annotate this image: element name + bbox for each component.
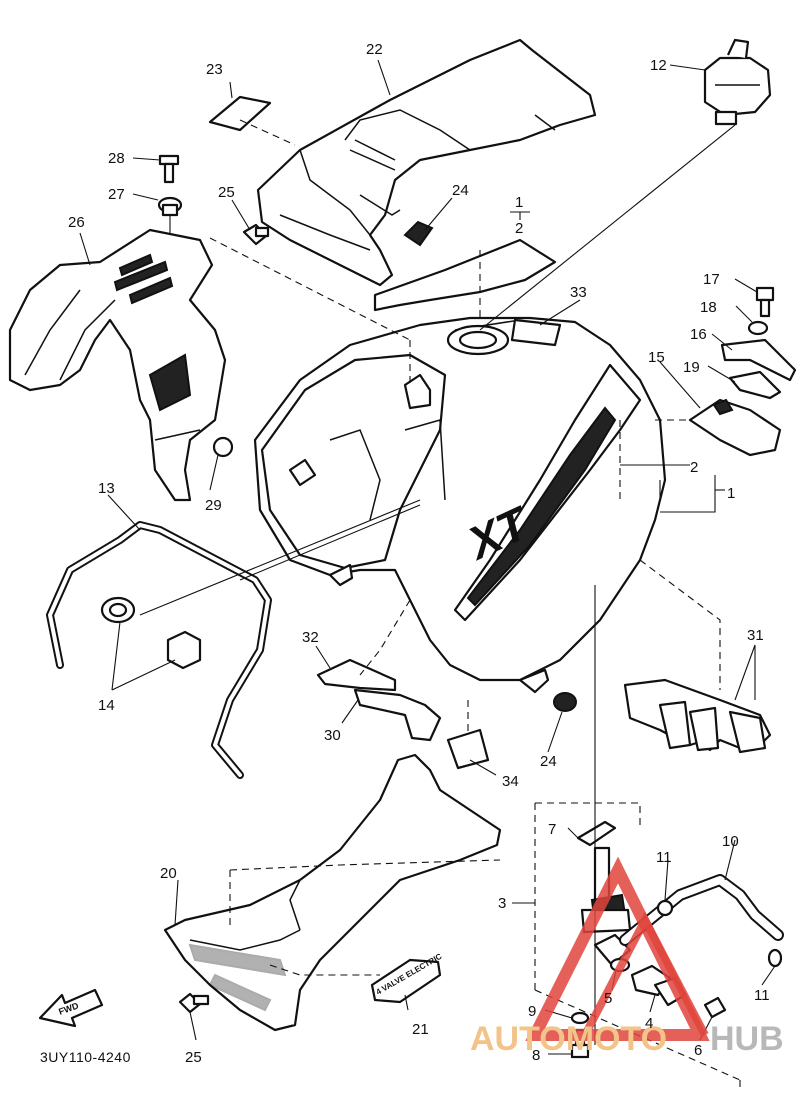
callout-1-right: 1 <box>727 485 735 502</box>
callout-14: 14 <box>98 697 115 714</box>
callout-23: 23 <box>206 61 223 78</box>
callout-18: 18 <box>700 299 717 316</box>
part-14-damper-b <box>166 630 202 670</box>
part-25-bolt-lower <box>178 992 210 1014</box>
part-11-clip-a <box>656 899 674 917</box>
callout-31: 31 <box>747 627 764 644</box>
callout-17: 17 <box>703 271 720 288</box>
callout-25-upper: 25 <box>218 184 235 201</box>
part-25-bolt-upper <box>242 223 270 246</box>
callout-5: 5 <box>604 990 612 1007</box>
watermark-text-2: HUB <box>710 1020 784 1058</box>
part-24-grommet-lower <box>553 692 577 712</box>
callout-11-a: 11 <box>656 849 672 866</box>
callout-22: 22 <box>366 41 383 58</box>
callout-33: 33 <box>570 284 587 301</box>
part-12-fuel-cap <box>703 38 772 126</box>
callout-29: 29 <box>205 497 222 514</box>
part-28-bolt <box>158 154 180 184</box>
callout-28: 28 <box>108 150 125 167</box>
part-14-damper-a <box>100 596 136 624</box>
callout-27: 27 <box>108 186 125 203</box>
part-34-pad <box>446 728 490 770</box>
tank-top-panel-outline <box>373 238 557 312</box>
part-21-emblem: 4 VALVE ELECTRIC <box>370 952 444 1004</box>
fwd-arrow-icon: FWD <box>38 988 104 1028</box>
part-15-bracket <box>688 398 782 457</box>
callout-9: 9 <box>528 1003 536 1020</box>
callout-25-lower: 25 <box>185 1049 202 1066</box>
callout-1-top: 1 <box>515 194 523 211</box>
part-7-filter <box>576 820 617 847</box>
part-26-side-cover <box>8 228 227 502</box>
callout-4: 4 <box>645 1015 653 1032</box>
callout-6: 6 <box>694 1042 702 1059</box>
callout-16: 16 <box>690 326 707 343</box>
part-11-clip-b <box>767 948 783 968</box>
part-19-plate <box>728 370 782 400</box>
callout-11-b: 11 <box>754 987 770 1004</box>
callout-32: 32 <box>302 629 319 646</box>
fuel-tank <box>253 316 667 694</box>
part-30-bracket <box>353 688 442 742</box>
part-22-upper-cover <box>256 38 597 287</box>
watermark-text-1: AUTOMOTO <box>470 1020 667 1058</box>
callout-34: 34 <box>502 773 519 790</box>
drawing-code: 3UY110-4240 <box>40 1049 131 1065</box>
callout-2-top: 2 <box>515 220 523 237</box>
part-18-washer <box>747 320 769 336</box>
callout-20: 20 <box>160 865 177 882</box>
part-13-stay <box>46 521 272 779</box>
callout-24-upper: 24 <box>452 182 469 199</box>
part-17-bolt <box>755 286 775 318</box>
callout-2-right: 2 <box>690 459 698 476</box>
part-6-screw <box>703 996 727 1019</box>
callout-30: 30 <box>324 727 341 744</box>
callout-13: 13 <box>98 480 115 497</box>
part-31-cover <box>623 678 772 754</box>
callout-10: 10 <box>722 833 739 850</box>
callout-26: 26 <box>68 214 85 231</box>
callout-21: 21 <box>412 1021 429 1038</box>
part-23-pad <box>208 95 272 132</box>
callout-3: 3 <box>498 895 506 912</box>
callout-24-lower: 24 <box>540 753 557 770</box>
callout-19: 19 <box>683 359 700 376</box>
callout-labels: 23 22 12 28 27 25 24 26 1 2 33 17 18 16 … <box>68 41 770 1066</box>
callout-8: 8 <box>532 1047 540 1064</box>
part-20-lower-cover <box>163 753 502 1032</box>
part-24-grommet-upper <box>403 220 434 247</box>
part-16-plate <box>720 338 797 382</box>
callout-15: 15 <box>648 349 665 366</box>
callout-12: 12 <box>650 57 667 74</box>
part-29-damper <box>212 436 234 458</box>
callout-7: 7 <box>548 821 556 838</box>
part-27-collar <box>157 196 183 217</box>
part-32-bracket <box>316 658 397 692</box>
watermark-logo: AUTOMOTO HUB <box>470 856 784 1058</box>
